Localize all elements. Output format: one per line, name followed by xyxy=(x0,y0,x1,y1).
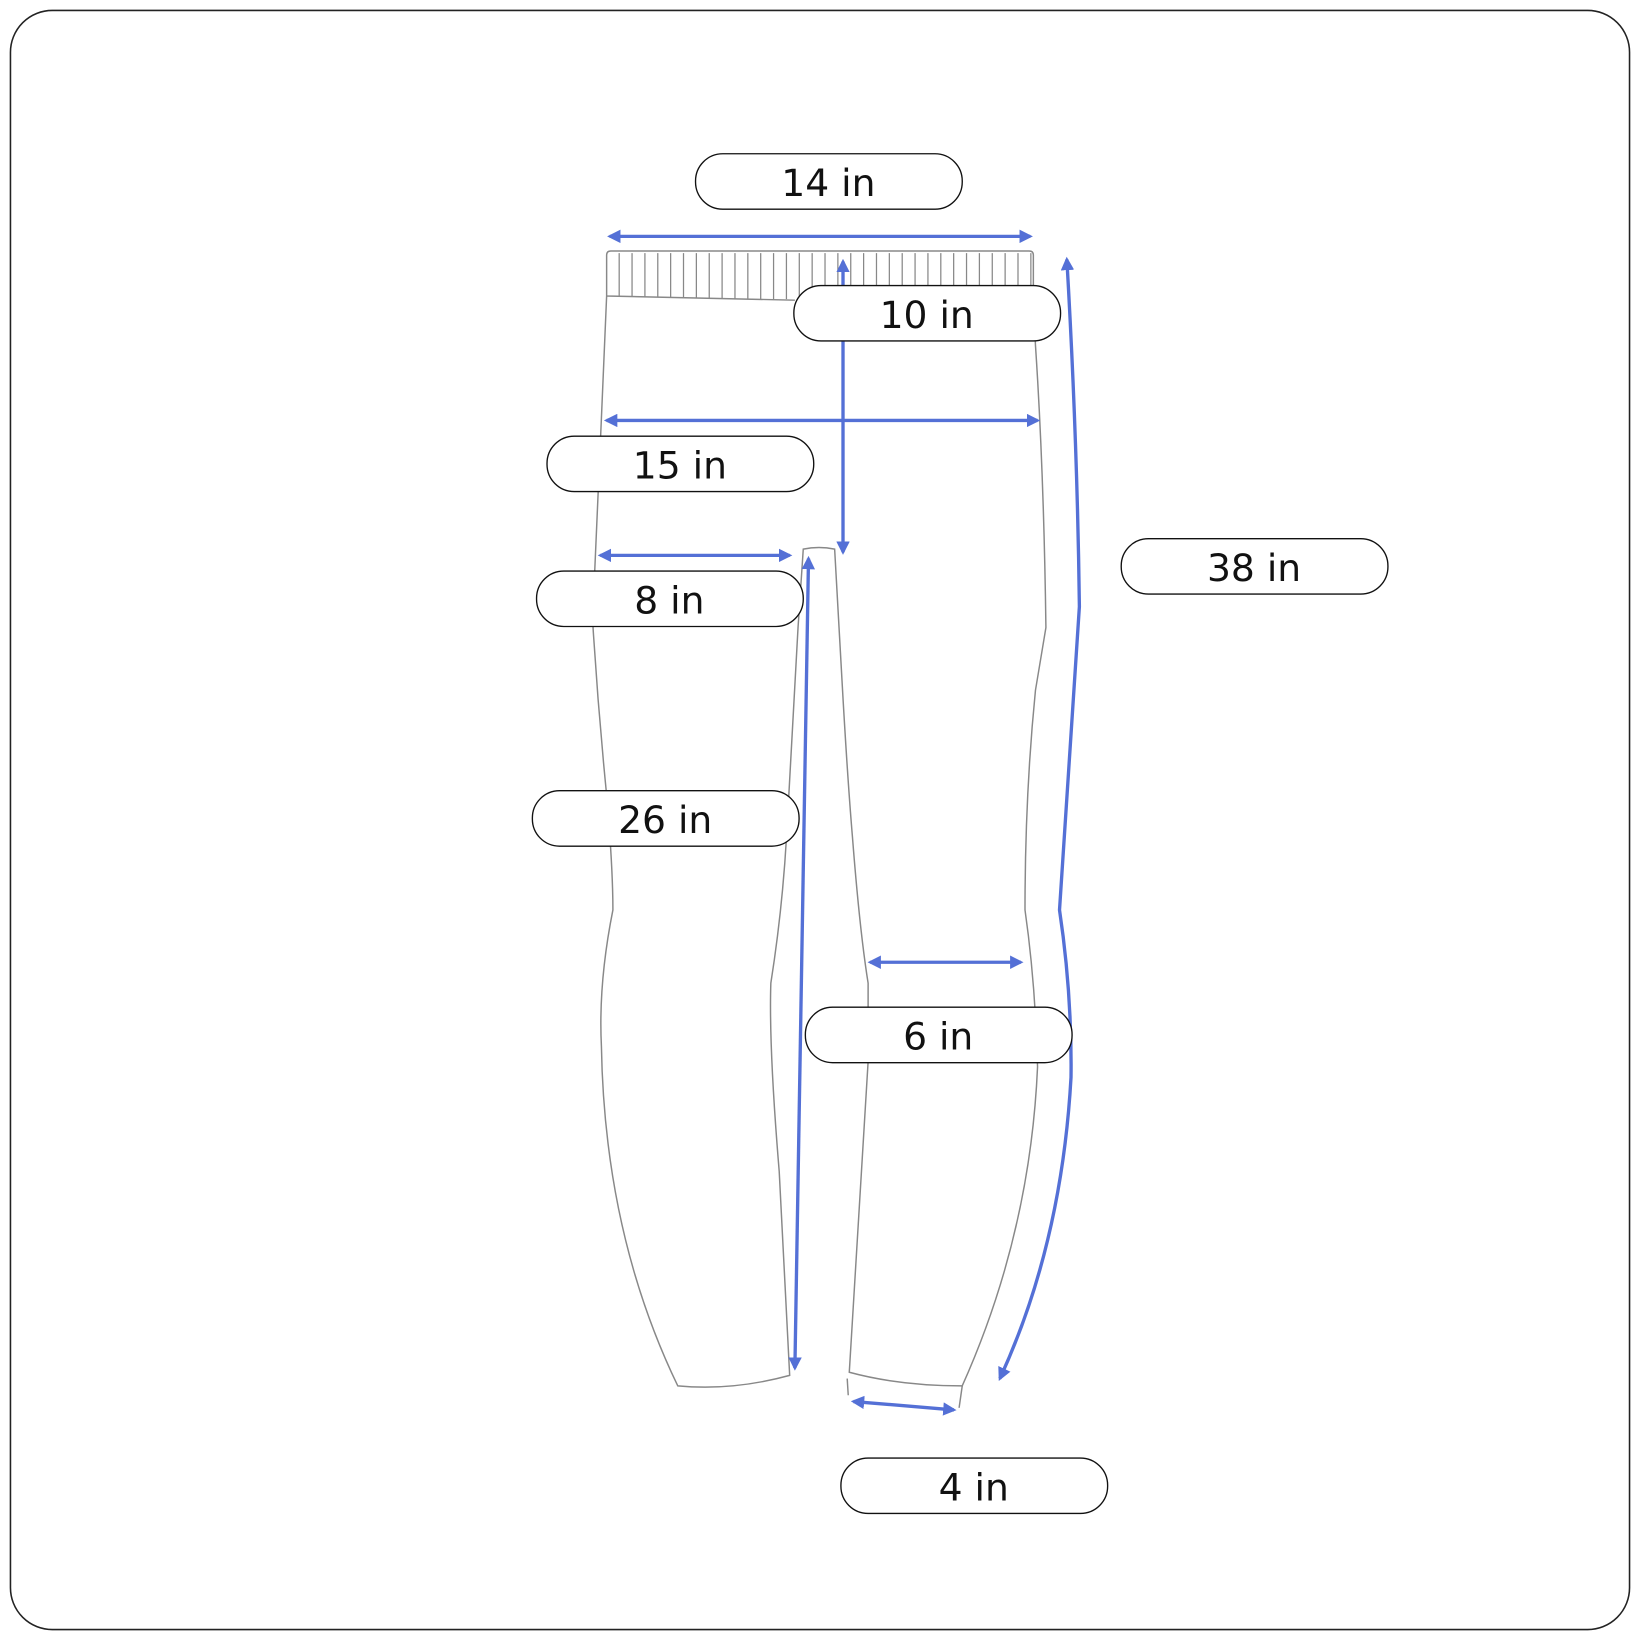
leg-opening-arrow xyxy=(850,1395,957,1416)
label-leg-opening: 4 in xyxy=(840,1457,1109,1515)
inseam-value: 26 in xyxy=(618,798,712,842)
inseam-arrow xyxy=(788,555,816,1371)
waistband xyxy=(605,250,1035,301)
knee-value: 6 in xyxy=(903,1015,973,1059)
frame xyxy=(9,9,1631,1631)
label-thigh: 8 in xyxy=(535,570,804,628)
outseam-arrow xyxy=(998,256,1082,1381)
label-knee: 6 in xyxy=(804,1006,1073,1064)
label-hip: 15 in xyxy=(546,435,815,493)
rise-value: 10 in xyxy=(880,293,974,337)
label-rise: 10 in xyxy=(793,284,1062,342)
leg-opening-value: 4 in xyxy=(939,1465,1009,1509)
hip-value: 15 in xyxy=(633,443,727,487)
measurement-arrows xyxy=(597,229,1082,1416)
outseam-value: 38 in xyxy=(1207,546,1301,590)
label-waist: 14 in xyxy=(694,153,963,210)
thigh-value: 8 in xyxy=(634,578,704,622)
label-outseam: 38 in xyxy=(1120,537,1389,595)
label-inseam: 26 in xyxy=(531,790,800,847)
waist-value: 14 in xyxy=(781,161,875,205)
